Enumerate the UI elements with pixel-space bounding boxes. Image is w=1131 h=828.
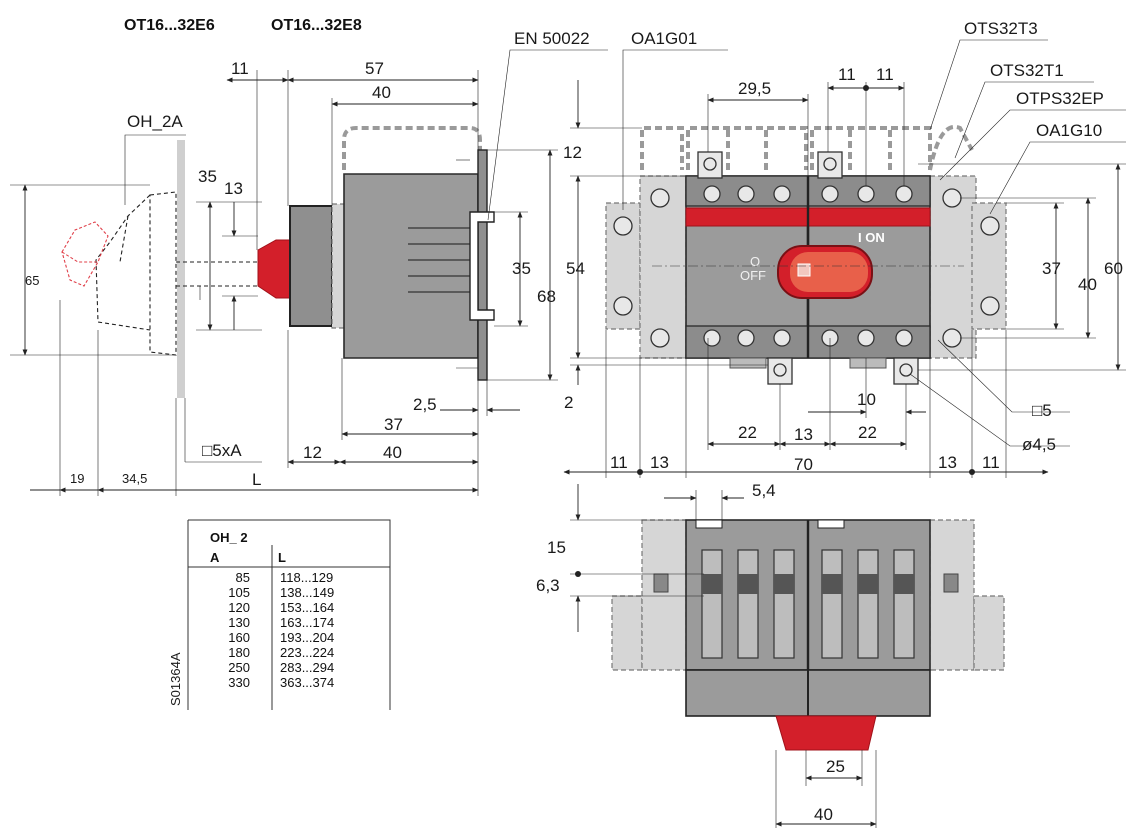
- din-rail: [469, 211, 495, 321]
- table-cell-a: 85: [236, 570, 250, 585]
- dim-2: 2: [564, 393, 573, 412]
- model-label-e6: OT16...32E6: [124, 17, 215, 34]
- bottom-red-knob: [775, 715, 877, 751]
- dim-22-a: 22: [738, 423, 757, 442]
- dim-40-bottom: 40: [383, 443, 402, 462]
- dim-40-bottom-view: 40: [814, 805, 833, 824]
- dim-40-top: 40: [372, 83, 391, 102]
- dim-25: 25: [826, 757, 845, 776]
- label-oa1g10: OA1G10: [1036, 121, 1102, 140]
- dim-19: 19: [70, 471, 84, 486]
- dim-11-a: 11: [838, 65, 856, 84]
- table-cell-a: 180: [228, 645, 250, 660]
- off-label-o: O: [750, 254, 760, 269]
- table-cell-a: 330: [228, 675, 250, 690]
- dim-2-5: 2,5: [413, 395, 437, 414]
- label-otps32ep: OTPS32EP: [1016, 89, 1104, 108]
- dim-6-3: 6,3: [536, 576, 560, 595]
- dim-13: 13: [224, 179, 243, 198]
- table-cell-l: 163...174: [280, 615, 334, 630]
- model-label-e8: OT16...32E8: [271, 17, 362, 34]
- mount-lug-top: [697, 151, 723, 179]
- handle-base: [149, 191, 177, 356]
- dim-57: 57: [365, 59, 384, 78]
- dim-37: 37: [384, 415, 403, 434]
- front-view: O OFF I ON: [563, 19, 1126, 478]
- dim-square-5: □5: [1032, 401, 1052, 420]
- dim-11-left: 11: [610, 453, 628, 472]
- table-cell-a: 160: [228, 630, 250, 645]
- dim-29-5: 29,5: [738, 79, 771, 98]
- table-col-a: A: [210, 550, 220, 565]
- label-ots32t1: OTS32T1: [990, 61, 1064, 80]
- dim-5-4: 5,4: [752, 481, 776, 500]
- table-cell-l: 138...149: [280, 585, 334, 600]
- dim-60: 60: [1104, 259, 1123, 278]
- dim-22-b: 22: [858, 423, 877, 442]
- table-cell-l: 118...129: [280, 570, 333, 585]
- dim-65: 65: [25, 273, 39, 288]
- table-cell-l: 153...164: [280, 600, 334, 615]
- dim-13-right: 13: [938, 453, 957, 472]
- din-rail-bracket: [477, 149, 488, 381]
- dim-10: 10: [857, 390, 876, 409]
- table-cell-l: 193...204: [280, 630, 334, 645]
- dim-11-b: 11: [876, 65, 894, 84]
- label-oa1g01: OA1G01: [631, 29, 697, 48]
- dim-70: 70: [794, 455, 813, 474]
- handle-body: [95, 194, 151, 331]
- dim-13-left: 13: [650, 453, 669, 472]
- dim-54: 54: [566, 259, 585, 278]
- terminal-cover-outline: [342, 126, 482, 170]
- front-block: [289, 205, 333, 327]
- table-cell-l: 223...224: [280, 645, 334, 660]
- dim-13-mid: 13: [794, 425, 813, 444]
- off-label-off: OFF: [740, 268, 766, 283]
- table-cell-a: 120: [228, 600, 250, 615]
- dim-15: 15: [547, 538, 566, 557]
- table-cell-a: 130: [228, 615, 250, 630]
- table-col-l: L: [278, 550, 286, 565]
- dim-35-rail: 35: [512, 259, 531, 278]
- dim-68: 68: [537, 287, 556, 306]
- label-ots32t3: OTS32T3: [964, 19, 1038, 38]
- dim-34-5: 34,5: [122, 471, 147, 486]
- dim-11-right: 11: [982, 453, 1000, 472]
- mounting-panel: [177, 140, 185, 398]
- dim-12-bottom: 12: [303, 443, 322, 462]
- drawing-code: S01364A: [168, 652, 183, 706]
- table-cell-l: 283...294: [280, 660, 334, 675]
- oh2-table: OH_ 2 A L 85 118...129 105 138...149 120 153.…: [168, 519, 391, 710]
- table-cell-l: 363...374: [280, 675, 334, 690]
- dim-hole: ø4,5: [1022, 435, 1056, 454]
- table-cell-a: 105: [228, 585, 250, 600]
- bottom-view: 5,4 15 6,3 25 40: [536, 481, 1005, 828]
- dim-37-front: 37: [1042, 259, 1061, 278]
- side-view: 11 57 40 35 13 12 35 68 2,5 37 40 12 □5x…: [10, 29, 608, 496]
- dim-11: 11: [231, 59, 249, 78]
- on-label: I ON: [858, 230, 885, 245]
- switch-body: [343, 173, 479, 359]
- dim-L: L: [252, 470, 261, 489]
- dim-12-top: 12: [563, 143, 582, 162]
- table-title: OH_ 2: [210, 530, 248, 545]
- handle-grip-red: [61, 221, 109, 287]
- label-oh-2a: OH_2A: [127, 112, 183, 131]
- shaft-size: □5xA: [202, 441, 242, 460]
- red-knob: [257, 239, 291, 299]
- dim-35: 35: [198, 167, 217, 186]
- table-cell-a: 250: [228, 660, 250, 675]
- label-en-50022: EN 50022: [514, 29, 590, 48]
- dim-40-front: 40: [1078, 275, 1097, 294]
